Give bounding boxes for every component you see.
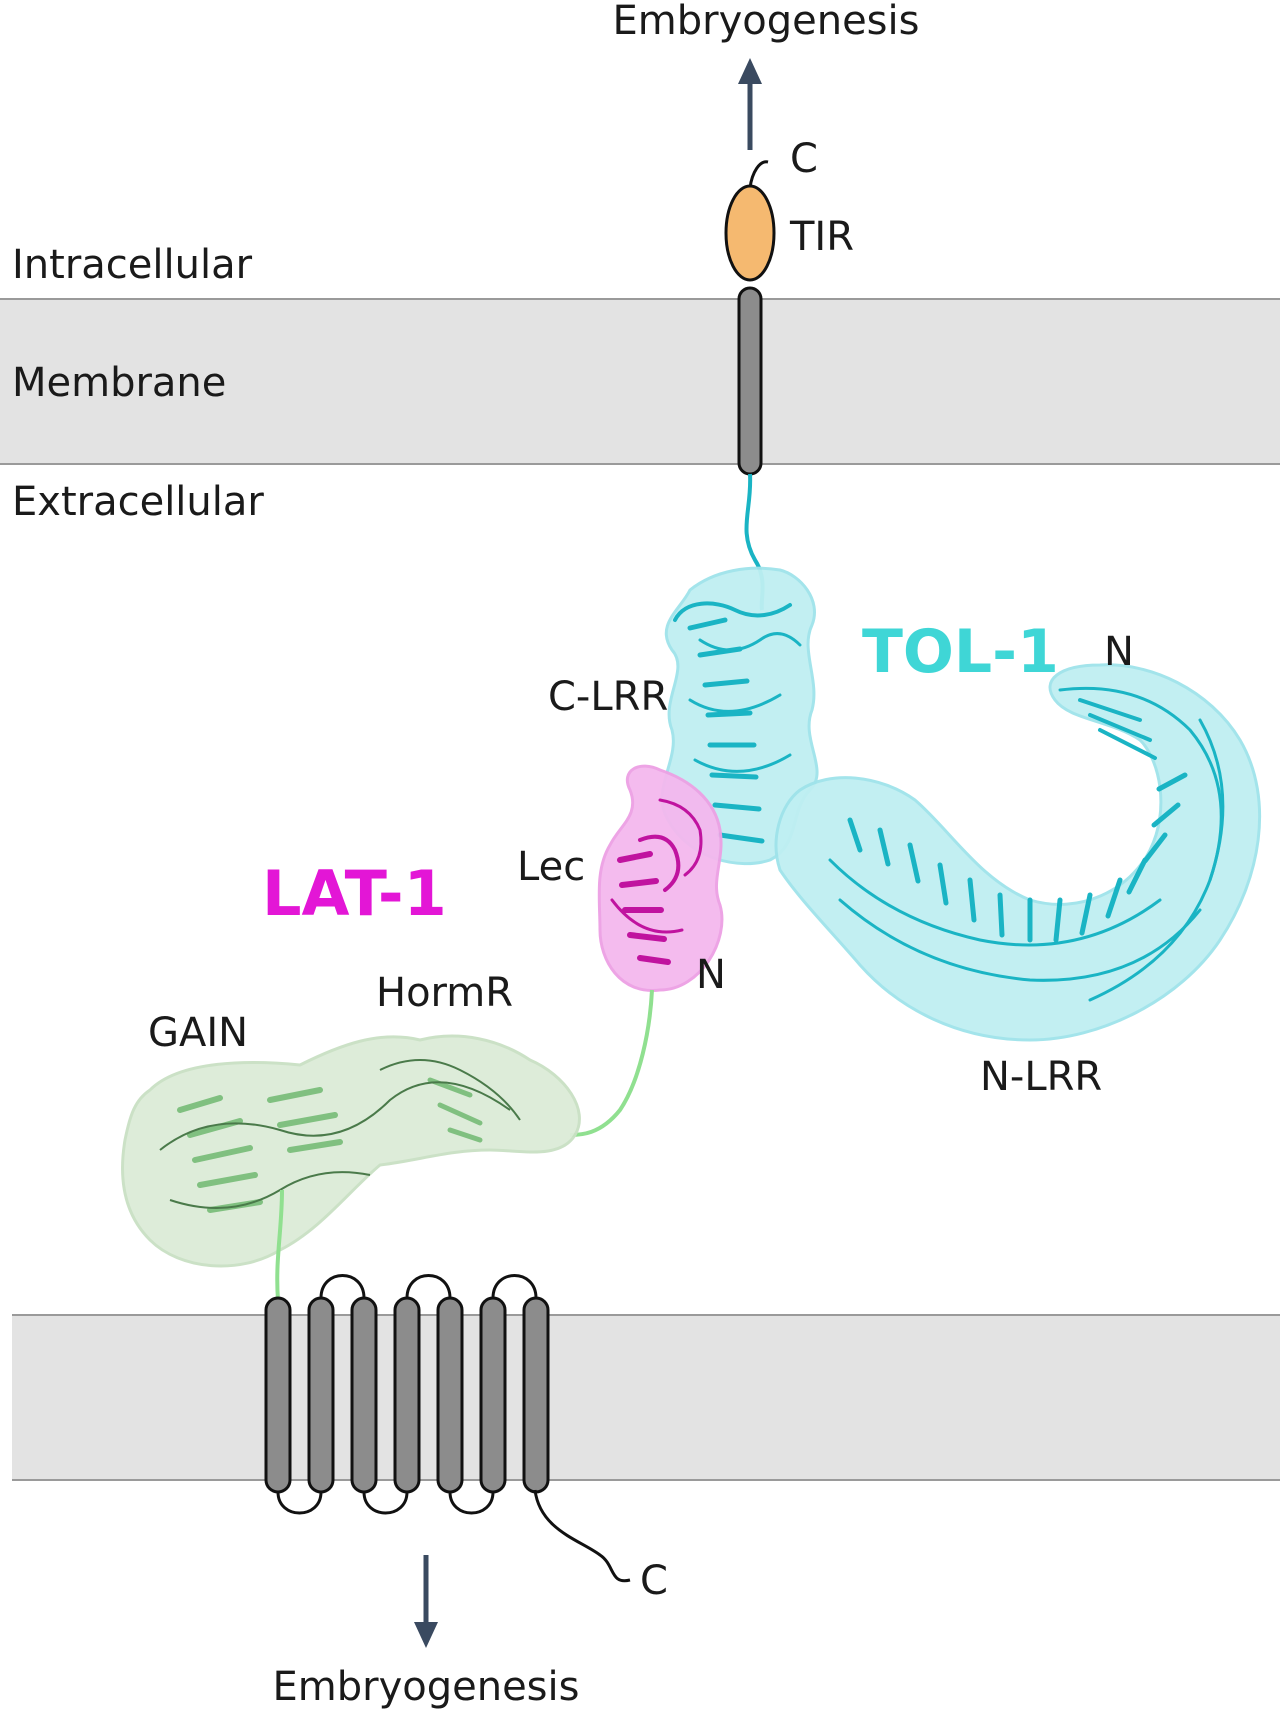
bottom-output-label: Embryogenesis	[273, 1664, 580, 1709]
tm-helix	[479, 1296, 507, 1494]
lec-label: Lec	[517, 844, 585, 890]
lat1-n-terminus-label: N	[696, 952, 726, 998]
gain-hormr-structure	[121, 1034, 581, 1268]
tm-loop	[491, 1274, 538, 1299]
arrow-down-icon	[414, 1555, 438, 1648]
hormr-label: HormR	[376, 970, 513, 1016]
tm-loop	[405, 1274, 452, 1299]
tm-helix	[522, 1296, 550, 1494]
tol1-c-tail	[748, 160, 769, 189]
tir-label: TIR	[789, 214, 854, 260]
extracellular-label: Extracellular	[12, 479, 264, 525]
tm-helix	[393, 1296, 421, 1494]
tm-loop	[319, 1274, 366, 1299]
tol1-c-terminus-label: C	[790, 136, 818, 182]
intracellular-label: Intracellular	[12, 242, 253, 288]
tol1-title: TOL-1	[862, 617, 1059, 687]
tm-loop	[276, 1491, 323, 1515]
arrow-up-icon	[738, 58, 762, 150]
tol1-n-terminus-label: N	[1104, 629, 1134, 675]
tir-domain	[724, 184, 776, 282]
gain-to-7tm-linker	[275, 1189, 284, 1301]
tm-helix	[264, 1296, 292, 1494]
tol1-transmembrane-helix	[737, 286, 763, 476]
tm-helix	[307, 1296, 335, 1494]
tm-loop	[448, 1491, 495, 1515]
lat1-lectin-structure	[597, 764, 724, 992]
tm-loop	[362, 1491, 409, 1515]
tol1-structure	[660, 566, 1262, 1042]
upper-membrane	[0, 299, 1280, 464]
lower-membrane	[12, 1315, 1280, 1480]
lat1-c-terminus-label: C	[640, 1558, 668, 1604]
membrane-label: Membrane	[12, 360, 226, 406]
lat1-linker	[569, 989, 654, 1137]
c-lrr-label: C-LRR	[548, 674, 668, 720]
tm-helix	[436, 1296, 464, 1494]
n-lrr-label: N-LRR	[980, 1054, 1102, 1100]
lat1-title: LAT-1	[262, 857, 447, 930]
gain-label: GAIN	[148, 1010, 248, 1056]
top-output-label: Embryogenesis	[613, 0, 920, 44]
tm-helix	[350, 1296, 378, 1494]
seven-transmembrane-icon	[264, 1274, 631, 1583]
